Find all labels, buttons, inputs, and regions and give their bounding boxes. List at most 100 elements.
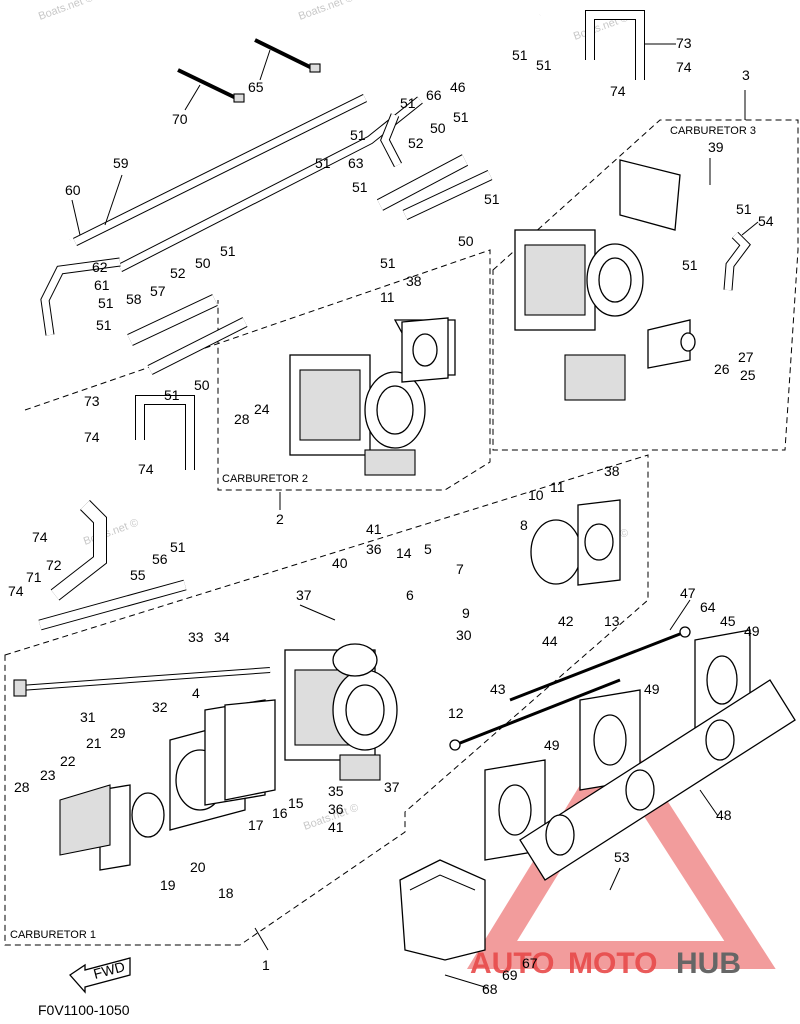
callout: 21	[86, 735, 102, 751]
callout: 64	[700, 599, 716, 615]
hose-73-left	[135, 395, 195, 470]
hose-54	[723, 231, 751, 291]
callout: 25	[740, 367, 756, 383]
callout: 51	[400, 95, 416, 111]
callout: 72	[46, 557, 62, 573]
callout: 63	[348, 155, 364, 171]
callout: 16	[272, 805, 288, 821]
callout: 66	[426, 87, 442, 103]
callout: 9	[462, 605, 470, 621]
carburetor-2-outline	[24, 249, 491, 491]
leader-lines	[71, 43, 759, 989]
callout: 1	[262, 957, 270, 973]
hose-50-top	[402, 170, 493, 220]
callout: 74	[8, 583, 24, 599]
callout-labels: 65 70 59 60 51 51 73 74 74 3 66 46 51 51…	[8, 35, 774, 997]
callout: 57	[150, 283, 166, 299]
callout: 30	[456, 627, 472, 643]
callout: 51	[536, 57, 552, 73]
callout: 26	[714, 361, 730, 377]
callout: 40	[332, 555, 348, 571]
callout: 28	[234, 411, 250, 427]
gasket-11-top	[401, 317, 449, 383]
carburetor-3-outline	[492, 119, 799, 451]
hose-72	[50, 500, 107, 601]
callout: 12	[448, 705, 464, 721]
callout: 3	[742, 67, 750, 83]
callout: 74	[610, 83, 626, 99]
callout: 44	[542, 633, 558, 649]
callout: 20	[190, 859, 206, 875]
fwd-label: FWD	[92, 958, 127, 982]
callout: 11	[380, 289, 395, 305]
callout: 29	[110, 725, 126, 741]
intake-adapter	[59, 699, 276, 871]
hose-58-57	[117, 96, 423, 273]
callout: 22	[60, 753, 76, 769]
callout: 51	[350, 127, 366, 143]
callout: 49	[644, 681, 660, 697]
callout: 56	[152, 551, 168, 567]
callout: 8	[520, 517, 528, 533]
callout: 50	[194, 377, 210, 393]
callout: 51	[352, 179, 368, 195]
callout: 35	[328, 783, 344, 799]
callout: 51	[315, 155, 331, 171]
hose-63	[380, 113, 402, 168]
callout: 70	[172, 111, 188, 127]
callout: 34	[214, 629, 230, 645]
callout: 52	[170, 265, 186, 281]
hose-50-left	[147, 317, 248, 375]
callout: 49	[544, 737, 560, 753]
throttle-shaft	[13, 667, 271, 697]
callout: 51	[220, 243, 236, 259]
callout: 6	[406, 587, 414, 603]
brand-text-hub: HUB	[676, 947, 741, 980]
callout: 18	[218, 885, 234, 901]
brand-text-moto: MOTO	[568, 947, 657, 980]
hose-52-top	[376, 154, 469, 211]
callout: 74	[84, 429, 100, 445]
callout: 65	[248, 79, 264, 95]
callout: 58	[126, 291, 142, 307]
callout: 27	[738, 349, 754, 365]
callout: 41	[366, 521, 382, 537]
callout: 68	[482, 981, 498, 997]
callout: 23	[40, 767, 56, 783]
hose-61-62	[40, 257, 121, 336]
hose-52-left	[127, 294, 218, 346]
callout: 49	[744, 623, 760, 639]
callout: 31	[80, 709, 96, 725]
callout: 24	[254, 401, 270, 417]
callout: 51	[736, 201, 752, 217]
callout: 7	[456, 561, 464, 577]
watermark: Boats.net ©	[82, 517, 140, 548]
callout: 51	[512, 47, 528, 63]
callout: 51	[682, 257, 698, 273]
callout: 37	[384, 779, 400, 795]
callout: 11	[550, 479, 565, 495]
group-label-carburetor-2: CARBURETOR 2	[222, 473, 308, 485]
callout: 69	[502, 967, 518, 983]
callout: 32	[152, 699, 168, 715]
link-rods	[449, 626, 691, 751]
callout: 48	[716, 807, 732, 823]
callout: 36	[328, 801, 344, 817]
callout: 52	[408, 135, 424, 151]
callout: 59	[113, 155, 129, 171]
figure-code: F0V1100-1050	[38, 1002, 130, 1018]
callout: 50	[430, 120, 446, 136]
callout: 14	[396, 545, 412, 561]
callout: 74	[138, 461, 154, 477]
hose-73-top	[585, 10, 645, 80]
carburetor-3-body	[514, 159, 696, 401]
watermark: Boats.net ©	[297, 0, 355, 23]
callout: 51	[164, 387, 180, 403]
callout: 73	[676, 35, 692, 51]
callout: 51	[98, 295, 114, 311]
callout: 71	[26, 569, 42, 585]
callout: 4	[192, 685, 200, 701]
callout: 51	[170, 539, 186, 555]
callout: 51	[484, 191, 500, 207]
